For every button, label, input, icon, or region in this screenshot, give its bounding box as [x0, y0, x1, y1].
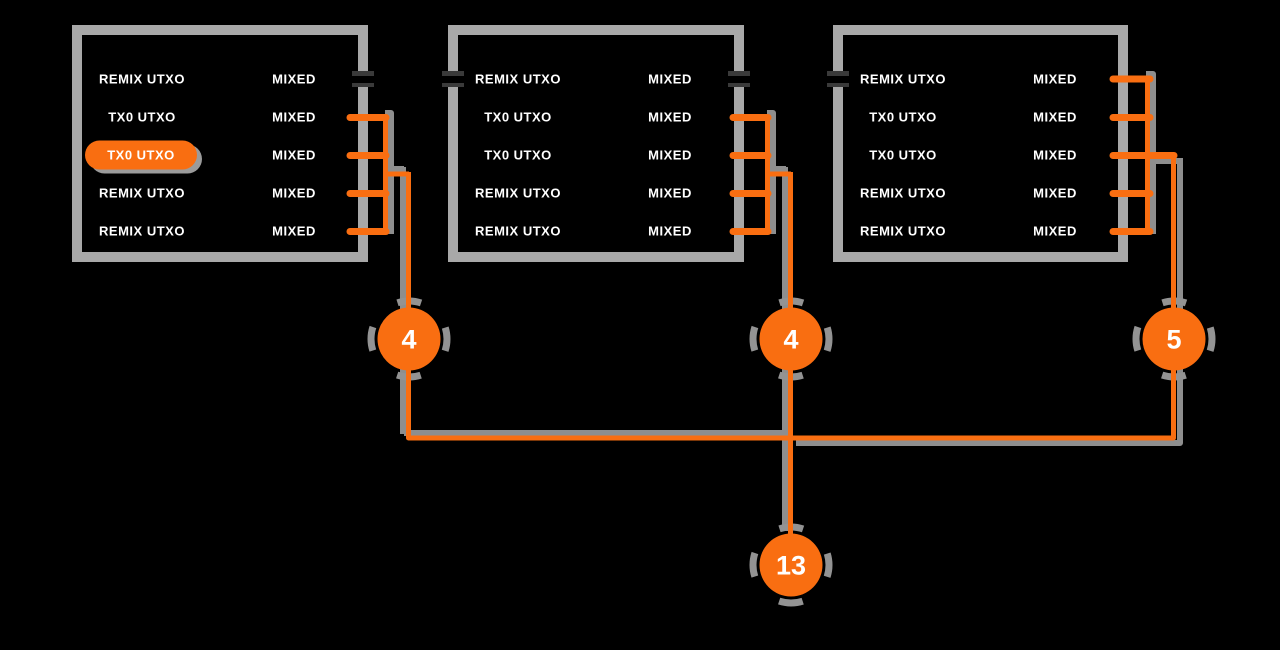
utxo-row: REMIX UTXO MIXED	[843, 212, 1118, 250]
utxo-label[interactable]: REMIX UTXO	[475, 223, 561, 239]
connector-line	[1146, 71, 1156, 234]
tx-count-label: 4	[401, 325, 416, 355]
mixed-status: MIXED	[272, 147, 316, 163]
connector-line	[791, 368, 1176, 441]
mixed-status: MIXED	[648, 185, 692, 201]
unlinked-connector-icon	[824, 71, 852, 87]
mixed-status: MIXED	[1033, 147, 1077, 163]
utxo-row: TX0 UTXO MIXED	[458, 136, 734, 174]
mixed-status: MIXED	[1033, 223, 1077, 239]
node-ring	[749, 523, 833, 607]
utxo-row: REMIX UTXO MIXED	[458, 60, 734, 98]
utxo-row: TX0 UTXO MIXED	[843, 136, 1118, 174]
utxo-row: REMIX UTXO MIXED	[82, 174, 358, 212]
mixed-status: MIXED	[272, 71, 316, 87]
node-ring	[1132, 297, 1216, 381]
tx-count-label: 4	[783, 325, 798, 355]
connector-line	[406, 368, 793, 441]
utxo-list: REMIX UTXO MIXED TX0 UTXO MIXED TX0 UTXO…	[82, 35, 358, 252]
unlinked-connector-icon	[725, 71, 753, 87]
tx-count-node[interactable]	[759, 307, 823, 371]
connector-line	[767, 110, 776, 234]
utxo-row: TX0 UTXO MIXED	[82, 136, 358, 174]
tx-count-node[interactable]	[377, 307, 441, 371]
utxo-label[interactable]: TX0 UTXO	[108, 109, 176, 125]
utxo-row: REMIX UTXO MIXED	[843, 60, 1118, 98]
highlighted-utxo-pill[interactable]: TX0 UTXO	[85, 140, 197, 170]
mixed-status: MIXED	[648, 109, 692, 125]
utxo-label[interactable]: REMIX UTXO	[475, 71, 561, 87]
utxo-label[interactable]: TX0 UTXO	[484, 147, 552, 163]
mixed-status: MIXED	[1033, 71, 1077, 87]
transaction-box-1: REMIX UTXO MIXED TX0 UTXO MIXED TX0 UTXO…	[72, 25, 368, 262]
mixed-status: MIXED	[272, 223, 316, 239]
utxo-list: REMIX UTXO MIXED TX0 UTXO MIXED TX0 UTXO…	[458, 35, 734, 252]
merge-count-node[interactable]	[759, 533, 823, 597]
transaction-box-2: REMIX UTXO MIXED TX0 UTXO MIXED TX0 UTXO…	[448, 25, 744, 262]
utxo-label[interactable]: REMIX UTXO	[99, 185, 185, 201]
connector-line	[796, 367, 1183, 446]
tx-count-label: 5	[1166, 325, 1181, 355]
tx-count-node[interactable]	[1142, 307, 1206, 371]
utxo-row: REMIX UTXO MIXED	[458, 174, 734, 212]
utxo-label[interactable]: REMIX UTXO	[475, 185, 561, 201]
utxo-label[interactable]: REMIX UTXO	[860, 71, 946, 87]
connector-line	[385, 110, 394, 234]
transaction-box-3: REMIX UTXO MIXED TX0 UTXO MIXED TX0 UTXO…	[833, 25, 1128, 262]
unlinked-connector-icon	[349, 71, 377, 87]
utxo-label[interactable]: REMIX UTXO	[99, 71, 185, 87]
utxo-row: REMIX UTXO MIXED	[82, 212, 358, 250]
node-ring	[749, 297, 833, 381]
node-ring	[367, 297, 451, 381]
utxo-label[interactable]: TX0 UTXO	[869, 147, 937, 163]
utxo-row: REMIX UTXO MIXED	[843, 174, 1118, 212]
tx-count-nodes: 4 4 5 13	[377, 307, 1206, 597]
utxo-label[interactable]: TX0 UTXO	[484, 109, 552, 125]
utxo-row: REMIX UTXO MIXED	[458, 212, 734, 250]
utxo-label[interactable]: REMIX UTXO	[860, 223, 946, 239]
mixed-status: MIXED	[1033, 185, 1077, 201]
mixed-status: MIXED	[648, 71, 692, 87]
utxo-row: TX0 UTXO MIXED	[458, 98, 734, 136]
mixed-status: MIXED	[1033, 109, 1077, 125]
mixed-status: MIXED	[272, 185, 316, 201]
unlinked-connector-icon	[439, 71, 467, 87]
utxo-list: REMIX UTXO MIXED TX0 UTXO MIXED TX0 UTXO…	[843, 35, 1118, 252]
utxo-row: TX0 UTXO MIXED	[843, 98, 1118, 136]
mixed-status: MIXED	[648, 147, 692, 163]
mixed-status: MIXED	[272, 109, 316, 125]
utxo-row: REMIX UTXO MIXED	[82, 60, 358, 98]
utxo-label[interactable]: REMIX UTXO	[860, 185, 946, 201]
merge-count-label: 13	[776, 551, 806, 581]
utxo-label[interactable]: REMIX UTXO	[99, 223, 185, 239]
utxo-label[interactable]: TX0 UTXO	[869, 109, 937, 125]
utxo-row: TX0 UTXO MIXED	[82, 98, 358, 136]
mixed-status: MIXED	[648, 223, 692, 239]
